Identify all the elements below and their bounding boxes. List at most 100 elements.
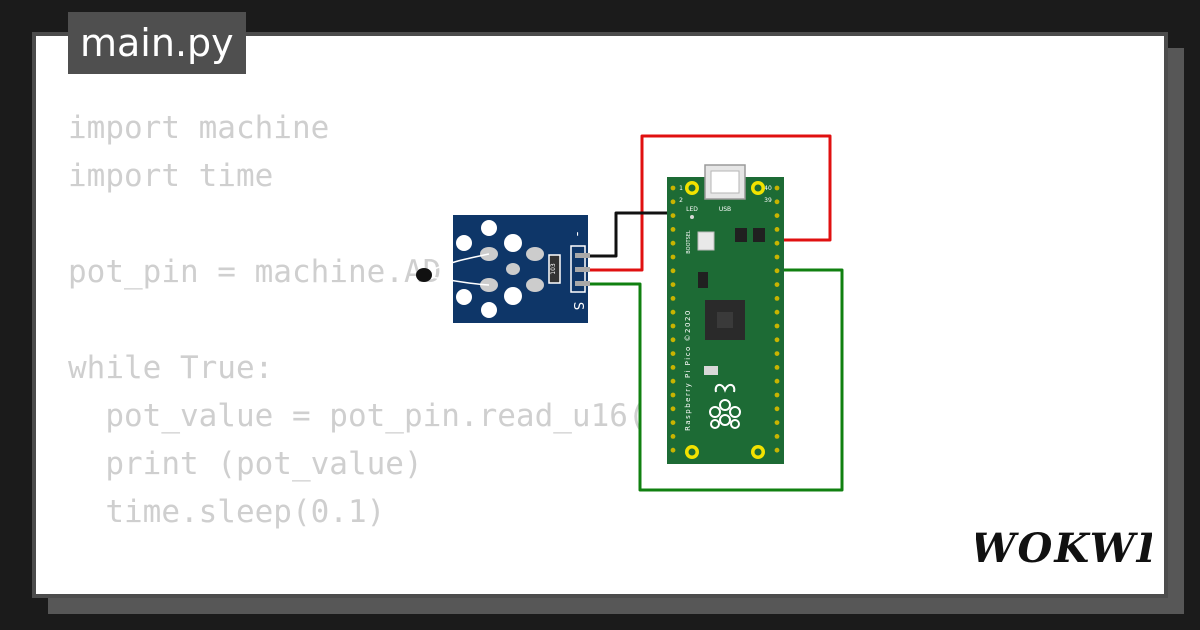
mounting-hole-icon xyxy=(754,184,762,192)
pin-vcc[interactable] xyxy=(575,267,590,272)
thermistor-lead xyxy=(424,253,490,274)
code-line: import machine xyxy=(68,110,330,146)
wokwi-logo: WOKWI xyxy=(976,525,1152,572)
pico-pin[interactable] xyxy=(670,447,676,453)
code-line: while True: xyxy=(68,350,274,386)
thermistor-icon xyxy=(416,268,432,282)
pico-pin-row xyxy=(670,185,780,453)
code-line: pot_pin = machine.AD xyxy=(68,254,442,290)
pin-39-label: 39 xyxy=(764,197,772,204)
raspberry-pi-pico[interactable]: USB LED 1 2 40 39 BOOTSEL Raspberry Pi P… xyxy=(667,164,784,464)
pad-icon xyxy=(506,263,520,275)
pico-pin[interactable] xyxy=(774,351,780,356)
pico-pin[interactable] xyxy=(774,282,780,287)
pico-pin[interactable] xyxy=(670,392,676,398)
pico-pin[interactable] xyxy=(670,213,676,219)
pico-pin[interactable] xyxy=(670,199,676,205)
green-signal-wire[interactable] xyxy=(590,268,844,492)
mounting-hole-icon xyxy=(456,235,472,251)
pico-pin[interactable] xyxy=(774,268,780,274)
pico-pin[interactable] xyxy=(670,351,676,356)
pin-signal-label: S xyxy=(570,302,585,310)
chip-icon xyxy=(698,272,708,288)
usb-label: USB xyxy=(719,206,731,213)
raspberry-logo-icon xyxy=(709,384,741,429)
pin-signal[interactable] xyxy=(575,281,590,286)
pin-minus[interactable] xyxy=(575,253,590,258)
led-icon xyxy=(690,215,694,219)
pad-icon xyxy=(526,278,544,292)
pad-icon xyxy=(526,247,544,261)
pin-2-label: 2 xyxy=(679,197,683,204)
pico-pin[interactable] xyxy=(774,337,780,343)
pad-icon xyxy=(504,287,522,305)
pico-pin[interactable] xyxy=(670,323,676,329)
red-power-wire-to-sensor[interactable] xyxy=(590,200,644,272)
mounting-hole-icon xyxy=(688,448,696,456)
pin-1-label: 1 xyxy=(679,185,683,192)
pad-icon xyxy=(481,220,497,236)
pico-pin[interactable] xyxy=(774,392,780,398)
pico-pin[interactable] xyxy=(670,254,676,260)
code-line: time.sleep(0.1) xyxy=(68,494,386,530)
pico-pin[interactable] xyxy=(774,185,780,191)
pico-side-text: Raspberry Pi Pico ©2020 xyxy=(684,309,692,431)
pico-pin[interactable] xyxy=(774,254,780,260)
rp2040-chip-core xyxy=(717,312,733,328)
pico-pin[interactable] xyxy=(670,309,676,315)
mounting-hole-icon xyxy=(688,184,696,192)
pico-pin[interactable] xyxy=(670,240,676,246)
pin-minus-label: - xyxy=(570,232,585,237)
pico-pin[interactable] xyxy=(670,420,676,425)
file-tab[interactable]: main.py xyxy=(68,12,246,74)
code-line: print (pot_value) xyxy=(68,446,423,482)
pico-pin[interactable] xyxy=(774,309,780,315)
black-ground-wire[interactable] xyxy=(590,211,674,258)
pad-icon xyxy=(504,234,522,252)
pico-pin[interactable] xyxy=(774,213,780,219)
pico-pin[interactable] xyxy=(670,378,676,384)
bootsel-button[interactable] xyxy=(697,231,715,251)
pad-icon xyxy=(481,302,497,318)
chip-icon xyxy=(735,228,747,242)
code-line: pot_value = pot_pin.read_u16( xyxy=(68,398,647,434)
pico-pin[interactable] xyxy=(670,268,676,274)
wokwi-logo-text: WOKWI xyxy=(976,525,1152,572)
mounting-hole-icon xyxy=(456,289,472,305)
pico-pin[interactable] xyxy=(774,447,780,453)
pico-pin[interactable] xyxy=(774,406,780,412)
mounting-hole-icon xyxy=(754,448,762,456)
preview-card xyxy=(32,32,1168,598)
led-label: LED xyxy=(686,206,698,213)
pico-pin[interactable] xyxy=(670,337,676,343)
pico-pin[interactable] xyxy=(670,185,676,191)
red-power-wire[interactable] xyxy=(640,134,832,242)
pico-pin[interactable] xyxy=(774,227,780,232)
pico-pin[interactable] xyxy=(774,323,780,329)
pico-pin[interactable] xyxy=(774,420,780,425)
resistor-label: 103 xyxy=(550,263,557,275)
pico-pin[interactable] xyxy=(774,199,780,205)
ntc-sensor-module[interactable]: 103 - S xyxy=(416,215,590,323)
code-editor[interactable]: import machine import time pot_pin = machi… xyxy=(68,104,647,536)
pico-pin[interactable] xyxy=(670,434,676,439)
pico-pin[interactable] xyxy=(774,378,780,384)
resistor-icon xyxy=(548,254,561,284)
code-line: import time xyxy=(68,158,274,194)
chip-icon xyxy=(753,228,765,242)
flash-chip-icon xyxy=(704,366,718,375)
pin-40-label: 40 xyxy=(764,185,772,192)
bootsel-label: BOOTSEL xyxy=(686,230,692,254)
pico-pin[interactable] xyxy=(670,227,676,232)
sensor-pcb xyxy=(453,215,588,323)
pico-pin[interactable] xyxy=(670,296,676,301)
pico-pin[interactable] xyxy=(670,365,676,370)
pico-pin[interactable] xyxy=(774,365,780,370)
pico-pin[interactable] xyxy=(670,406,676,412)
pico-pin[interactable] xyxy=(774,434,780,439)
pico-pin[interactable] xyxy=(670,282,676,287)
pico-pin[interactable] xyxy=(774,296,780,301)
thermistor-lead xyxy=(424,275,490,286)
pico-pin[interactable] xyxy=(774,240,780,246)
